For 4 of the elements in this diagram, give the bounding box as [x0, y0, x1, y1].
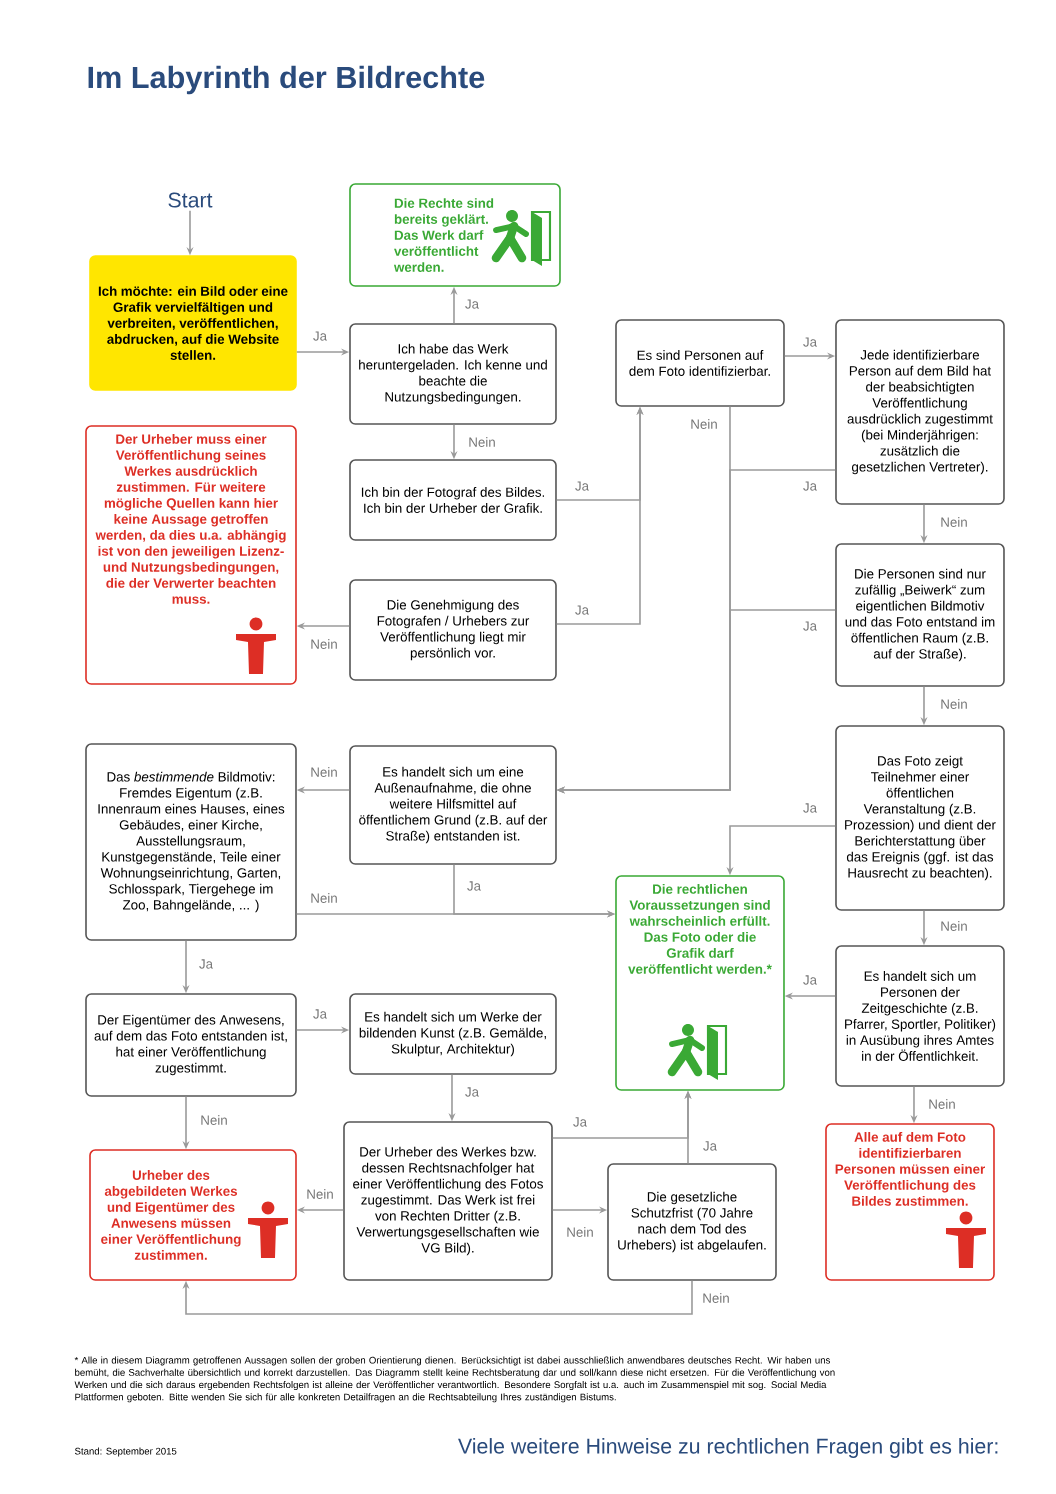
hint-text: Viele weitere Hinweise zu rechtlichen Fragen gibt es hier:: [458, 1438, 998, 1458]
arrow: [182, 1280, 693, 1315]
title: Im Labyrinth der Bildrechte: [88, 65, 485, 95]
start-label: Start: [168, 192, 213, 208]
